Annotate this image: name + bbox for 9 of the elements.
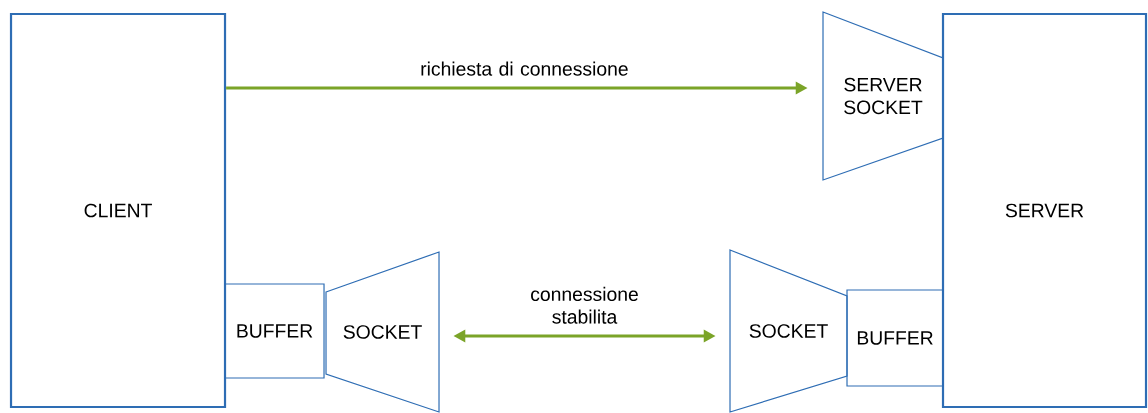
socket-trapezoid: SOCKET xyxy=(325,251,440,413)
edge-label: richiesta di connessione xyxy=(421,61,628,76)
socket-trapezoid: SERVER SOCKET xyxy=(822,11,944,181)
edge-label: connessione stabilita xyxy=(531,286,638,324)
socket-trapezoid: SOCKET xyxy=(729,249,848,413)
process-box: BUFFER xyxy=(846,289,944,387)
process-box: CLIENT xyxy=(9,12,227,409)
process-box: BUFFER xyxy=(224,283,325,379)
process-box: SERVER xyxy=(941,12,1148,409)
